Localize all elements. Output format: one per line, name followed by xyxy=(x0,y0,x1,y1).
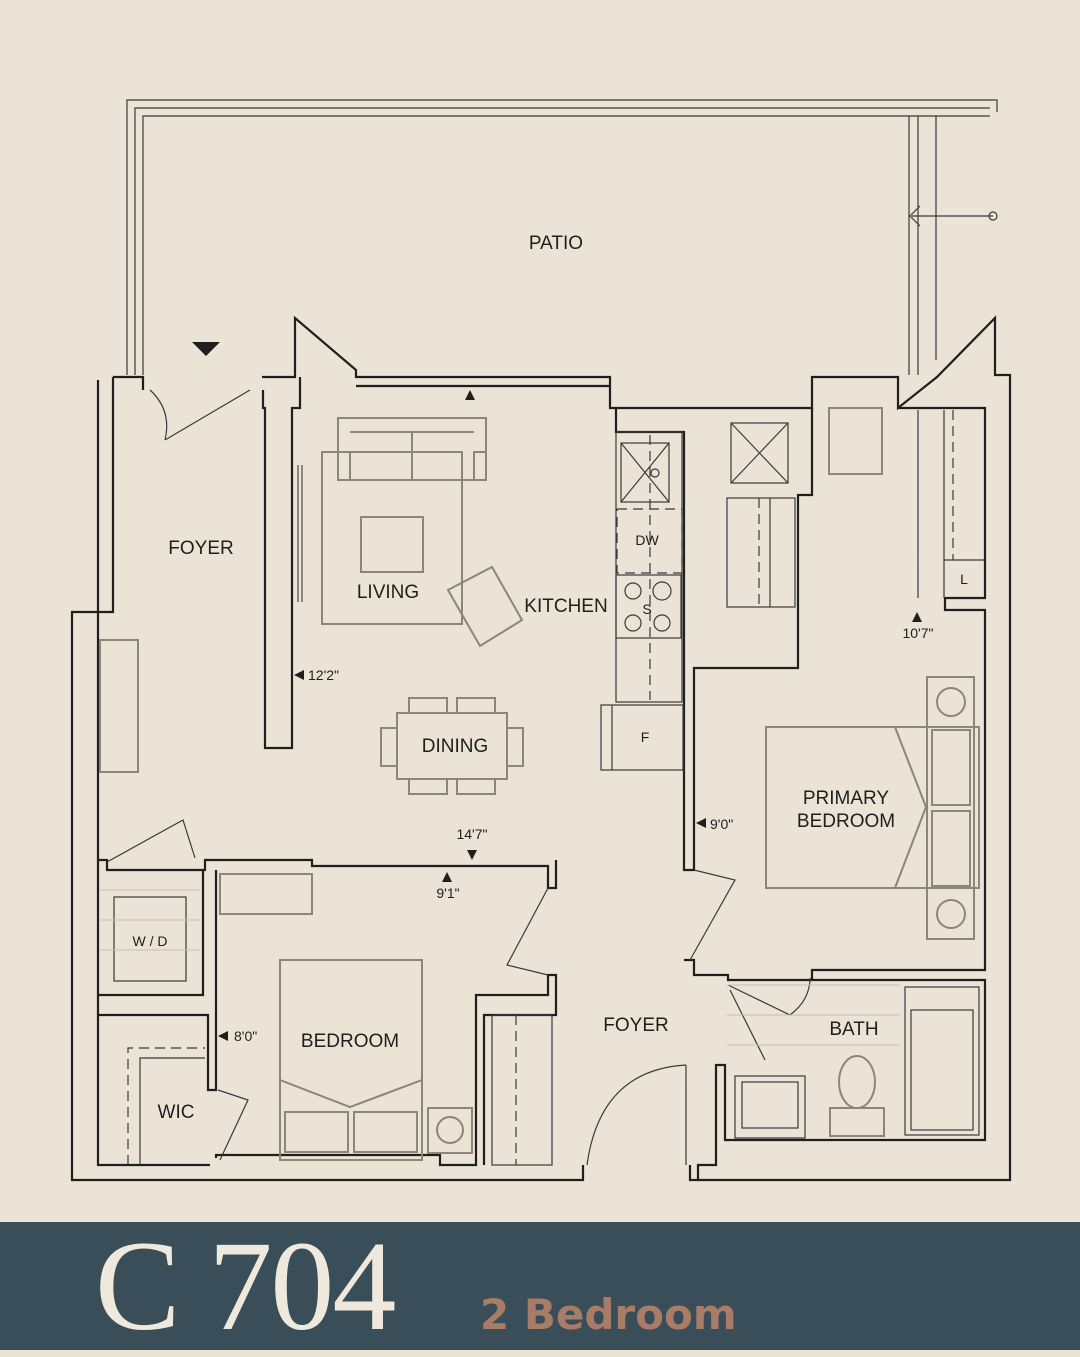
room-label-foyer: FOYER xyxy=(168,538,233,559)
laundry-wic xyxy=(100,889,205,1165)
label-stove: S xyxy=(642,601,651,617)
room-label-bedroom: BEDROOM xyxy=(301,1031,399,1052)
unit-banner xyxy=(0,1222,1080,1350)
primary-furniture xyxy=(726,407,985,940)
label-linen: L xyxy=(960,571,968,587)
dim-bedroom-length: 9'1" xyxy=(436,885,459,901)
room-label-primary: PRIMARY xyxy=(803,788,890,809)
doors xyxy=(106,389,811,1166)
room-label-bath: BATH xyxy=(829,1019,878,1040)
dining-table xyxy=(380,697,524,795)
unit-type: 2 Bedroom xyxy=(480,1290,737,1339)
room-label-living: LIVING xyxy=(357,582,419,603)
unit-number: C 704 xyxy=(95,1215,396,1357)
dim-living: 12'2" xyxy=(308,667,339,683)
entry-arrow-icon xyxy=(192,342,220,356)
label-washer-dryer: W / D xyxy=(133,933,168,949)
kitchen-counter xyxy=(600,431,684,771)
bedroom-furniture xyxy=(219,873,553,1166)
dim-dining: 14'7" xyxy=(456,826,487,842)
room-label-wic: WIC xyxy=(158,1102,195,1123)
dim-bedroom-width: 8'0" xyxy=(234,1028,257,1044)
floor-plan: PATIO FOYER LIVING KITCHEN DINING PRIMAR… xyxy=(70,99,1012,1182)
room-label-primary-bedroom: BEDROOM xyxy=(797,811,895,832)
living-furniture xyxy=(99,417,524,773)
label-fridge: F xyxy=(641,729,650,745)
bath-fixtures xyxy=(727,984,980,1139)
room-label-dining: DINING xyxy=(422,736,489,757)
patio-outline xyxy=(126,99,998,375)
room-label-patio: PATIO xyxy=(529,233,583,254)
room-label-kitchen: KITCHEN xyxy=(524,596,607,617)
dimension-arrows xyxy=(218,390,922,1041)
dim-primary-width: 9'0" xyxy=(710,816,733,832)
dim-primary-length: 10'7" xyxy=(902,625,933,641)
walls xyxy=(70,315,1012,1182)
label-dishwasher: DW xyxy=(635,532,659,548)
room-label-foyer-center: FOYER xyxy=(603,1015,668,1036)
